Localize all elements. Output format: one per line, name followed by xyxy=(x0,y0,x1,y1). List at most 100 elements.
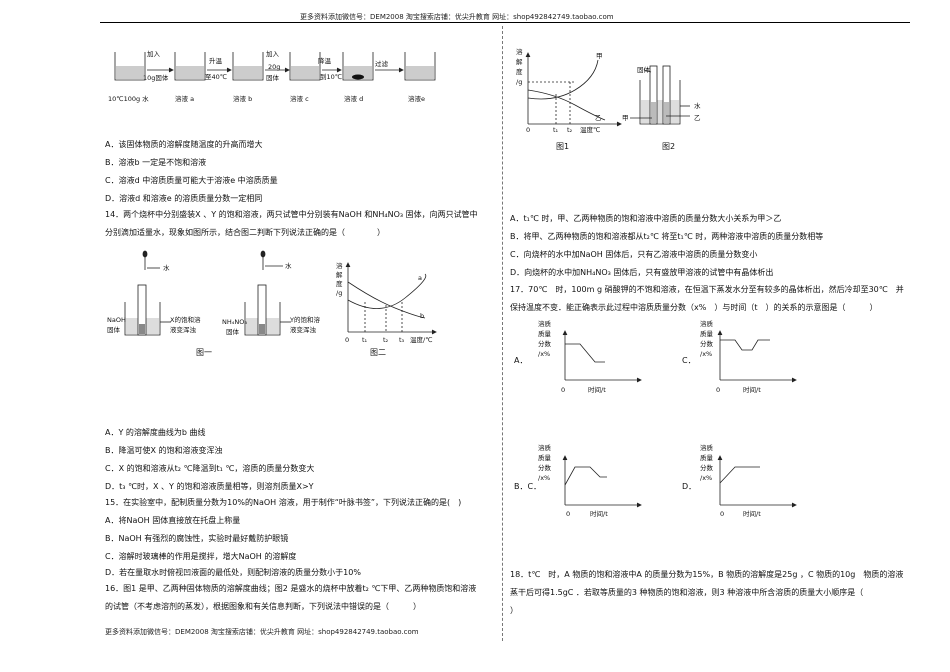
fig2-ylabel-2: 解 xyxy=(336,271,343,279)
q16-option-b: B．将甲、乙两种物质的饱和溶液都从t₂℃ 将至t₁℃ 时，两种溶液中溶质的质量分… xyxy=(510,232,824,241)
figB-caption: 图2 xyxy=(662,142,676,151)
beaker-with-jia-yi-tubes xyxy=(630,65,690,125)
curve-a-label: a xyxy=(418,274,422,282)
column-divider xyxy=(502,26,503,641)
q17-stem-line2: 保持温度不变．能正确表示此过程中溶质质量分数（x% ）与时间（t ）的关系的示意… xyxy=(510,303,878,312)
beaker-label-d: 溶液 d xyxy=(344,95,364,103)
graph-c-ylabel-2: 质量 xyxy=(700,330,713,338)
arrow-label-cool: 降温 xyxy=(318,57,331,65)
fig2-caption: 图二 xyxy=(370,348,386,357)
fig2-tick-0: 0 xyxy=(345,336,350,344)
graph-c-option-label: C． xyxy=(682,356,696,365)
q15-option-a: A．将NaOH 固体直接放在托盘上称量 xyxy=(105,516,241,525)
arrow-label-solid: 固体 xyxy=(266,74,279,82)
q18-stem-line2: 蒸干后可得1.5gC ．若取等质量的3 种物质的饱和溶液，则3 种溶液中所含溶质… xyxy=(510,588,864,597)
fig1-x-label-line2: 液变浑浊 xyxy=(170,326,196,334)
graph-b-ylabel-4: /x% xyxy=(538,474,551,482)
graph-option-c xyxy=(717,330,797,383)
fig1-water-label-1: 水 xyxy=(163,264,170,272)
graph-c-ylabel-1: 溶质 xyxy=(700,320,713,328)
arrow-label-40c: 至40℃ xyxy=(205,73,228,81)
arrow-label-add: 加入 xyxy=(147,50,160,58)
graph-a-ylabel-2: 质量 xyxy=(538,330,551,338)
q13-option-b: B．溶液b 一定是不饱和溶液 xyxy=(105,158,207,167)
figA-ylabel-4: /g xyxy=(516,78,523,86)
q16-stem-line1: 16．图1 是甲、乙两种固体物质的溶解度曲线；图2 是盛水的烧杯中放着t₂ ℃下… xyxy=(105,584,477,593)
curve-jia-label: 甲 xyxy=(596,52,603,60)
q17-stem-line1: 17．70℃ 时，100m g 硝酸钾的不饱和溶液，在恒温下蒸发水分至有较多的晶… xyxy=(510,285,904,294)
q15-stem: 15．在实验室中，配制质量分数为10%的NaOH 溶液，用于制作“叶脉书签”，下… xyxy=(105,498,462,507)
fig2-ylabel-1: 溶 xyxy=(336,262,343,270)
graph-b-ylabel-1: 溶质 xyxy=(538,444,551,452)
fig2-ylabel-4: /g xyxy=(336,289,343,297)
q14-stem-line2: 分别滴加适量水，现象如图所示，结合图二判断下列说法正确的是（ ） xyxy=(105,228,385,237)
arrow-label-10g: 10g固体 xyxy=(143,74,169,82)
q14-option-d: D．t₃ ℃时，X 、Y 的饱和溶液质量相等，则溶剂质量X>Y xyxy=(105,482,314,491)
graph-a-origin: 0 xyxy=(561,386,566,394)
q15-option-d: D．若在量取水时俯视凹液面的最低处，则配制溶液的质量分数小于10% xyxy=(105,568,361,577)
graph-c-ylabel-3: 分数 xyxy=(700,340,713,348)
fig2-tick-t2: t₂ xyxy=(383,336,389,344)
graph-d-xlabel: 时间/t xyxy=(743,510,761,518)
arrow-label-10c: 到10℃ xyxy=(320,73,343,81)
figA-tick-0: 0 xyxy=(526,126,531,134)
fig2-ylabel-3: 度 xyxy=(336,280,343,288)
fig1-caption: 图一 xyxy=(196,348,212,357)
figA-caption: 图1 xyxy=(556,142,570,151)
q15-option-b: B．NaOH 有强烈的腐蚀性，实验时最好戴防护眼镜 xyxy=(105,534,289,543)
beaker-label-water: 10℃100g 水 xyxy=(108,95,149,103)
fig1-x-label-line1: X的饱和溶 xyxy=(170,316,201,324)
fig1-water-label-2: 水 xyxy=(285,262,292,270)
q16-stem-line2: 的试管（不考虑溶剂的蒸发），根据图象和有关信息判断，下列说法中错误的是（ ） xyxy=(105,602,421,611)
graph-option-d xyxy=(717,455,797,508)
fig1-naoh-label: NaOH xyxy=(107,316,126,324)
graph-a-ylabel-4: /x% xyxy=(538,350,551,358)
fig2-xlabel: 温度/℃ xyxy=(410,336,433,344)
q13-option-d: D．溶液d 和溶液e 的溶质质量分数一定相同 xyxy=(105,194,263,203)
solubility-curve-figure-jia-yi xyxy=(525,52,622,127)
graph-option-b xyxy=(562,455,642,508)
graph-b-origin: 0 xyxy=(566,510,571,518)
fig2-tick-t1: t₁ xyxy=(362,336,368,344)
curve-yi-label: 乙 xyxy=(595,114,602,122)
figA-ylabel-3: 度 xyxy=(516,68,523,76)
beaker-label-a: 溶液 a xyxy=(175,95,195,103)
q18-stem-line3: ） xyxy=(510,606,518,615)
solubility-curve-figure-2 xyxy=(345,262,437,335)
graph-a-option-label: A． xyxy=(514,356,528,365)
graph-b-xlabel: 时间/t xyxy=(590,510,608,518)
graph-option-a xyxy=(562,330,642,383)
fig1-y-label-line1: Y的饱和溶 xyxy=(290,316,320,324)
figA-tick-t2: t₂ xyxy=(567,126,573,134)
fig1-nh4-solid-label: 固体 xyxy=(226,328,239,336)
graph-d-origin: 0 xyxy=(720,510,725,518)
figB-yi-label: 乙 xyxy=(694,114,701,122)
figA-ylabel-2: 解 xyxy=(516,58,523,66)
q13-option-a: A．该固体物质的溶解度随温度的升高而增大 xyxy=(105,140,263,149)
figA-ylabel-1: 溶 xyxy=(516,48,523,56)
arrow-label-20g: 20g xyxy=(268,63,281,71)
q16-option-d: D．向烧杯的水中加NH₄NO₃ 固体后，只有盛放甲溶液的试管中有晶体析出 xyxy=(510,268,774,277)
graph-c-ylabel-4: /x% xyxy=(700,350,713,358)
arrow-label-heat: 升温 xyxy=(209,57,222,65)
beaker-label-c: 溶液 c xyxy=(290,95,309,103)
q15-option-c: C．溶解时玻璃棒的作用是搅拌，增大NaOH 的溶解度 xyxy=(105,552,297,561)
dissolution-process-diagram xyxy=(114,52,436,81)
page-footer: 更多资料添加微信号：DEM2008 淘宝搜索店铺：优尖升教育 网址：shop49… xyxy=(105,628,419,636)
beaker-label-e: 溶液e xyxy=(408,95,425,103)
figB-solid-label: 固体 xyxy=(637,66,650,74)
graph-b-option-label: B．C． xyxy=(514,482,542,491)
q13-option-c: C．溶液d 中溶质质量可能大于溶液e 中溶质质量 xyxy=(105,176,278,185)
graph-d-option-label: D． xyxy=(682,482,697,491)
figA-xlabel: 温度℃ xyxy=(580,126,601,134)
q18-stem-line1: 18．t℃ 时，A 物质的饱和溶液中A 的质量分数为15%，B 物质的溶解度是2… xyxy=(510,570,904,579)
graph-d-ylabel-1: 溶质 xyxy=(700,444,713,452)
figB-water-label: 水 xyxy=(694,102,701,110)
q16-option-a: A．t₁℃ 时，甲、乙两种物质的饱和溶液中溶质的质量分数大小关系为甲＞乙 xyxy=(510,214,782,223)
beaker-label-b: 溶液 b xyxy=(233,95,253,103)
page-header: 更多资料添加微信号：DEM2008 淘宝搜索店铺：优尖升教育 网址：shop49… xyxy=(300,13,614,21)
fig1-naoh-solid-label: 固体 xyxy=(107,326,120,334)
figB-jia-label: 甲 xyxy=(622,114,629,122)
q14-stem-line1: 14．两个烧杯中分别盛装X 、Y 的饱和溶液，两只试管中分别装有NaOH 和NH… xyxy=(105,210,478,219)
graph-a-ylabel-3: 分数 xyxy=(538,340,551,348)
